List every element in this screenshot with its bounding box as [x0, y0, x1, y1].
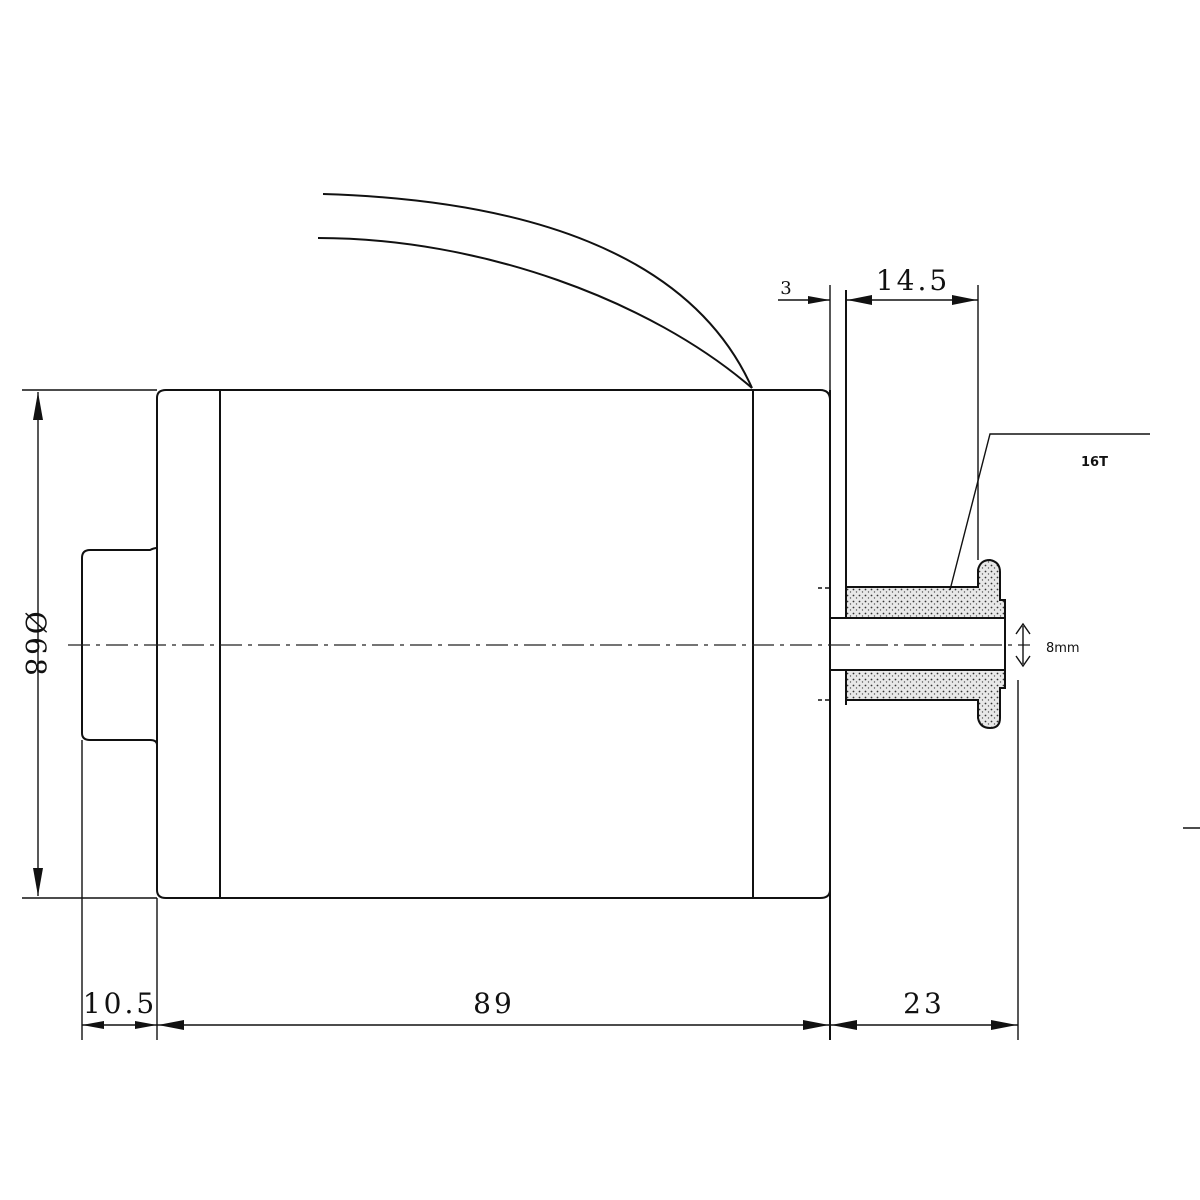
- teeth-label: 16T: [1081, 455, 1108, 470]
- sprocket-upper-half: [845, 558, 1006, 619]
- output-shaft: [830, 617, 1006, 671]
- flange-gap-label: 3: [780, 278, 791, 299]
- shaft-length-label: 23: [903, 987, 945, 1020]
- body-length-label: 89: [473, 987, 515, 1020]
- teeth-callout: 16T: [949, 433, 1150, 591]
- lead-wire-upper: [322, 193, 753, 389]
- motor-body: [156, 389, 831, 899]
- shaft-diameter-label: 8mm: [1046, 641, 1080, 656]
- sprocket-lower-half: [845, 669, 1006, 730]
- lead-wires: [317, 193, 753, 389]
- diameter-dimension: Ø68: [19, 389, 157, 899]
- sprocket: [845, 558, 1006, 730]
- front-flange: [829, 290, 847, 1040]
- body-length-dimension: 89: [157, 987, 830, 1030]
- motor-body-outline: [156, 389, 831, 899]
- rear-boss: [81, 547, 158, 746]
- rear-boss-label: 10.5: [83, 987, 157, 1020]
- rear-boss-dimension: 10.5: [82, 987, 157, 1029]
- sprocket-width-label: 14.5: [876, 264, 950, 297]
- shaft-diameter-callout: 8mm: [1015, 622, 1080, 668]
- lead-wire-lower: [317, 237, 753, 389]
- top-dimensions: 3 14.5: [778, 264, 979, 560]
- diameter-label: Ø68: [19, 611, 52, 679]
- shaft-length-dimension: 23: [830, 987, 1018, 1030]
